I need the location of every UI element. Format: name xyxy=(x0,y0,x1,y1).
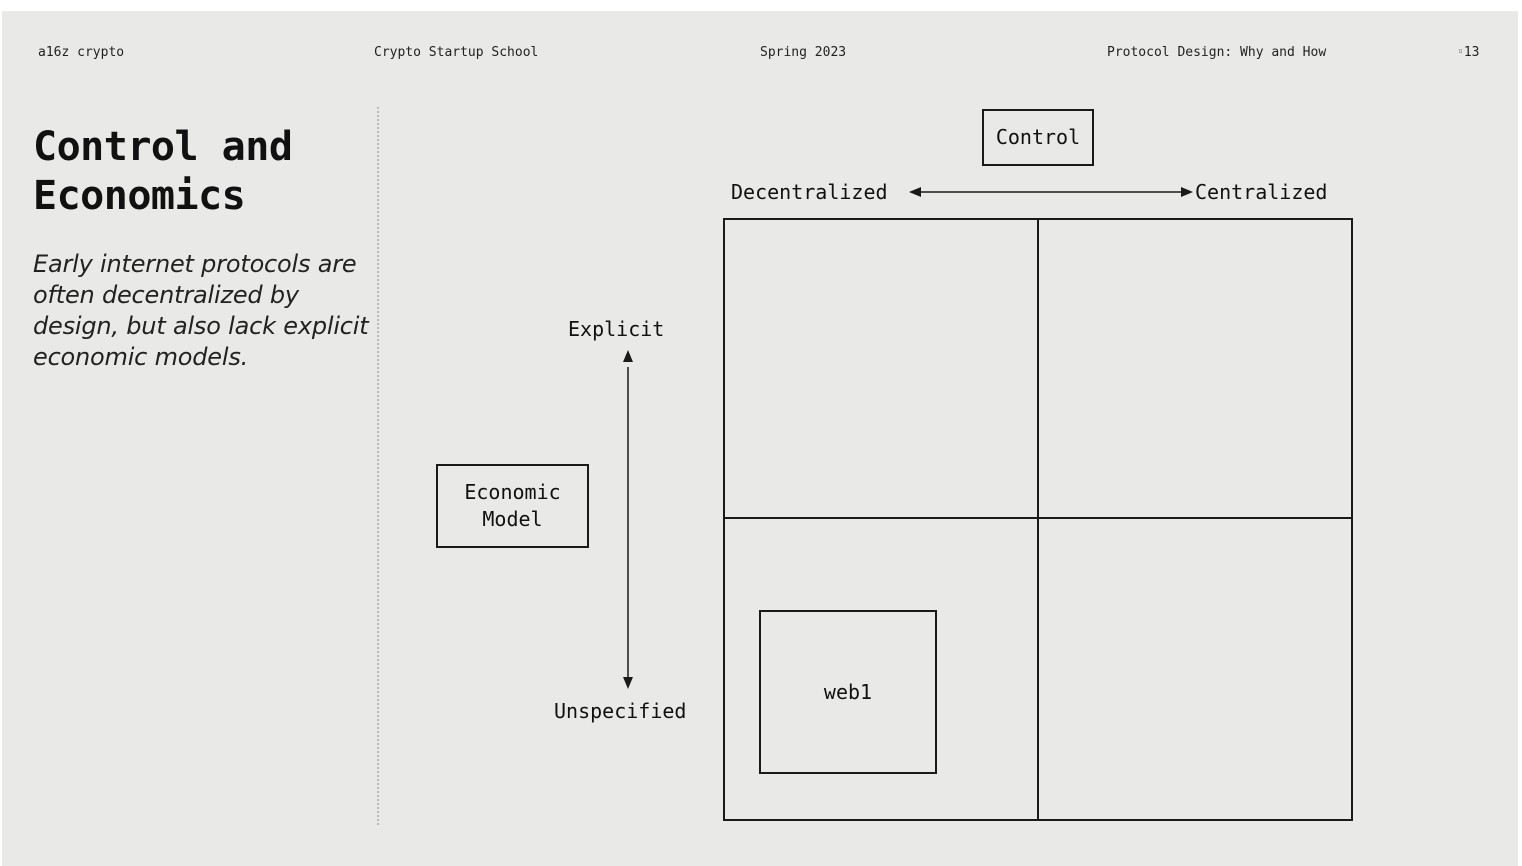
header-term: Spring 2023 xyxy=(760,45,847,60)
axis-label-centralized: Centralized xyxy=(1195,180,1328,204)
horizontal-arrow xyxy=(909,187,1193,197)
web1-box: web1 xyxy=(759,610,937,774)
control-label: Control xyxy=(995,125,1081,149)
header-topic: Protocol Design: Why and How xyxy=(1107,45,1327,60)
page-number: ▫13 xyxy=(1458,45,1479,60)
axis-label-decentralized: Decentralized xyxy=(731,180,888,204)
slide: a16z crypto Crypto Startup School Spring… xyxy=(2,11,1518,866)
arrowhead-left-icon xyxy=(909,187,921,197)
section-divider xyxy=(377,107,379,825)
vertical-arrow xyxy=(623,350,633,689)
axis-label-unspecified: Unspecified xyxy=(554,699,687,723)
slide-subtitle: Early internet protocols are often decen… xyxy=(33,250,369,371)
slide-title: Control and Economics xyxy=(33,124,293,219)
page-marker-icon: ▫ xyxy=(1458,46,1463,55)
grid-vertical-divider xyxy=(1037,220,1039,819)
axis-label-explicit: Explicit xyxy=(568,317,665,341)
economic-model-box: Economic Model xyxy=(436,464,589,548)
control-box: Control xyxy=(982,109,1094,166)
arrowhead-right-icon xyxy=(1181,187,1193,197)
arrowhead-up-icon xyxy=(623,350,633,362)
arrowhead-down-icon xyxy=(623,677,633,689)
header-course: Crypto Startup School xyxy=(374,45,539,60)
web1-label: web1 xyxy=(823,679,873,704)
header-brand: a16z crypto xyxy=(38,45,125,60)
grid-horizontal-divider xyxy=(725,517,1351,519)
economic-model-label: Economic Model xyxy=(464,480,561,531)
page-number-value: 13 xyxy=(1463,45,1480,60)
quadrant-grid: web1 xyxy=(723,218,1353,821)
axis-arrows xyxy=(623,187,1193,689)
